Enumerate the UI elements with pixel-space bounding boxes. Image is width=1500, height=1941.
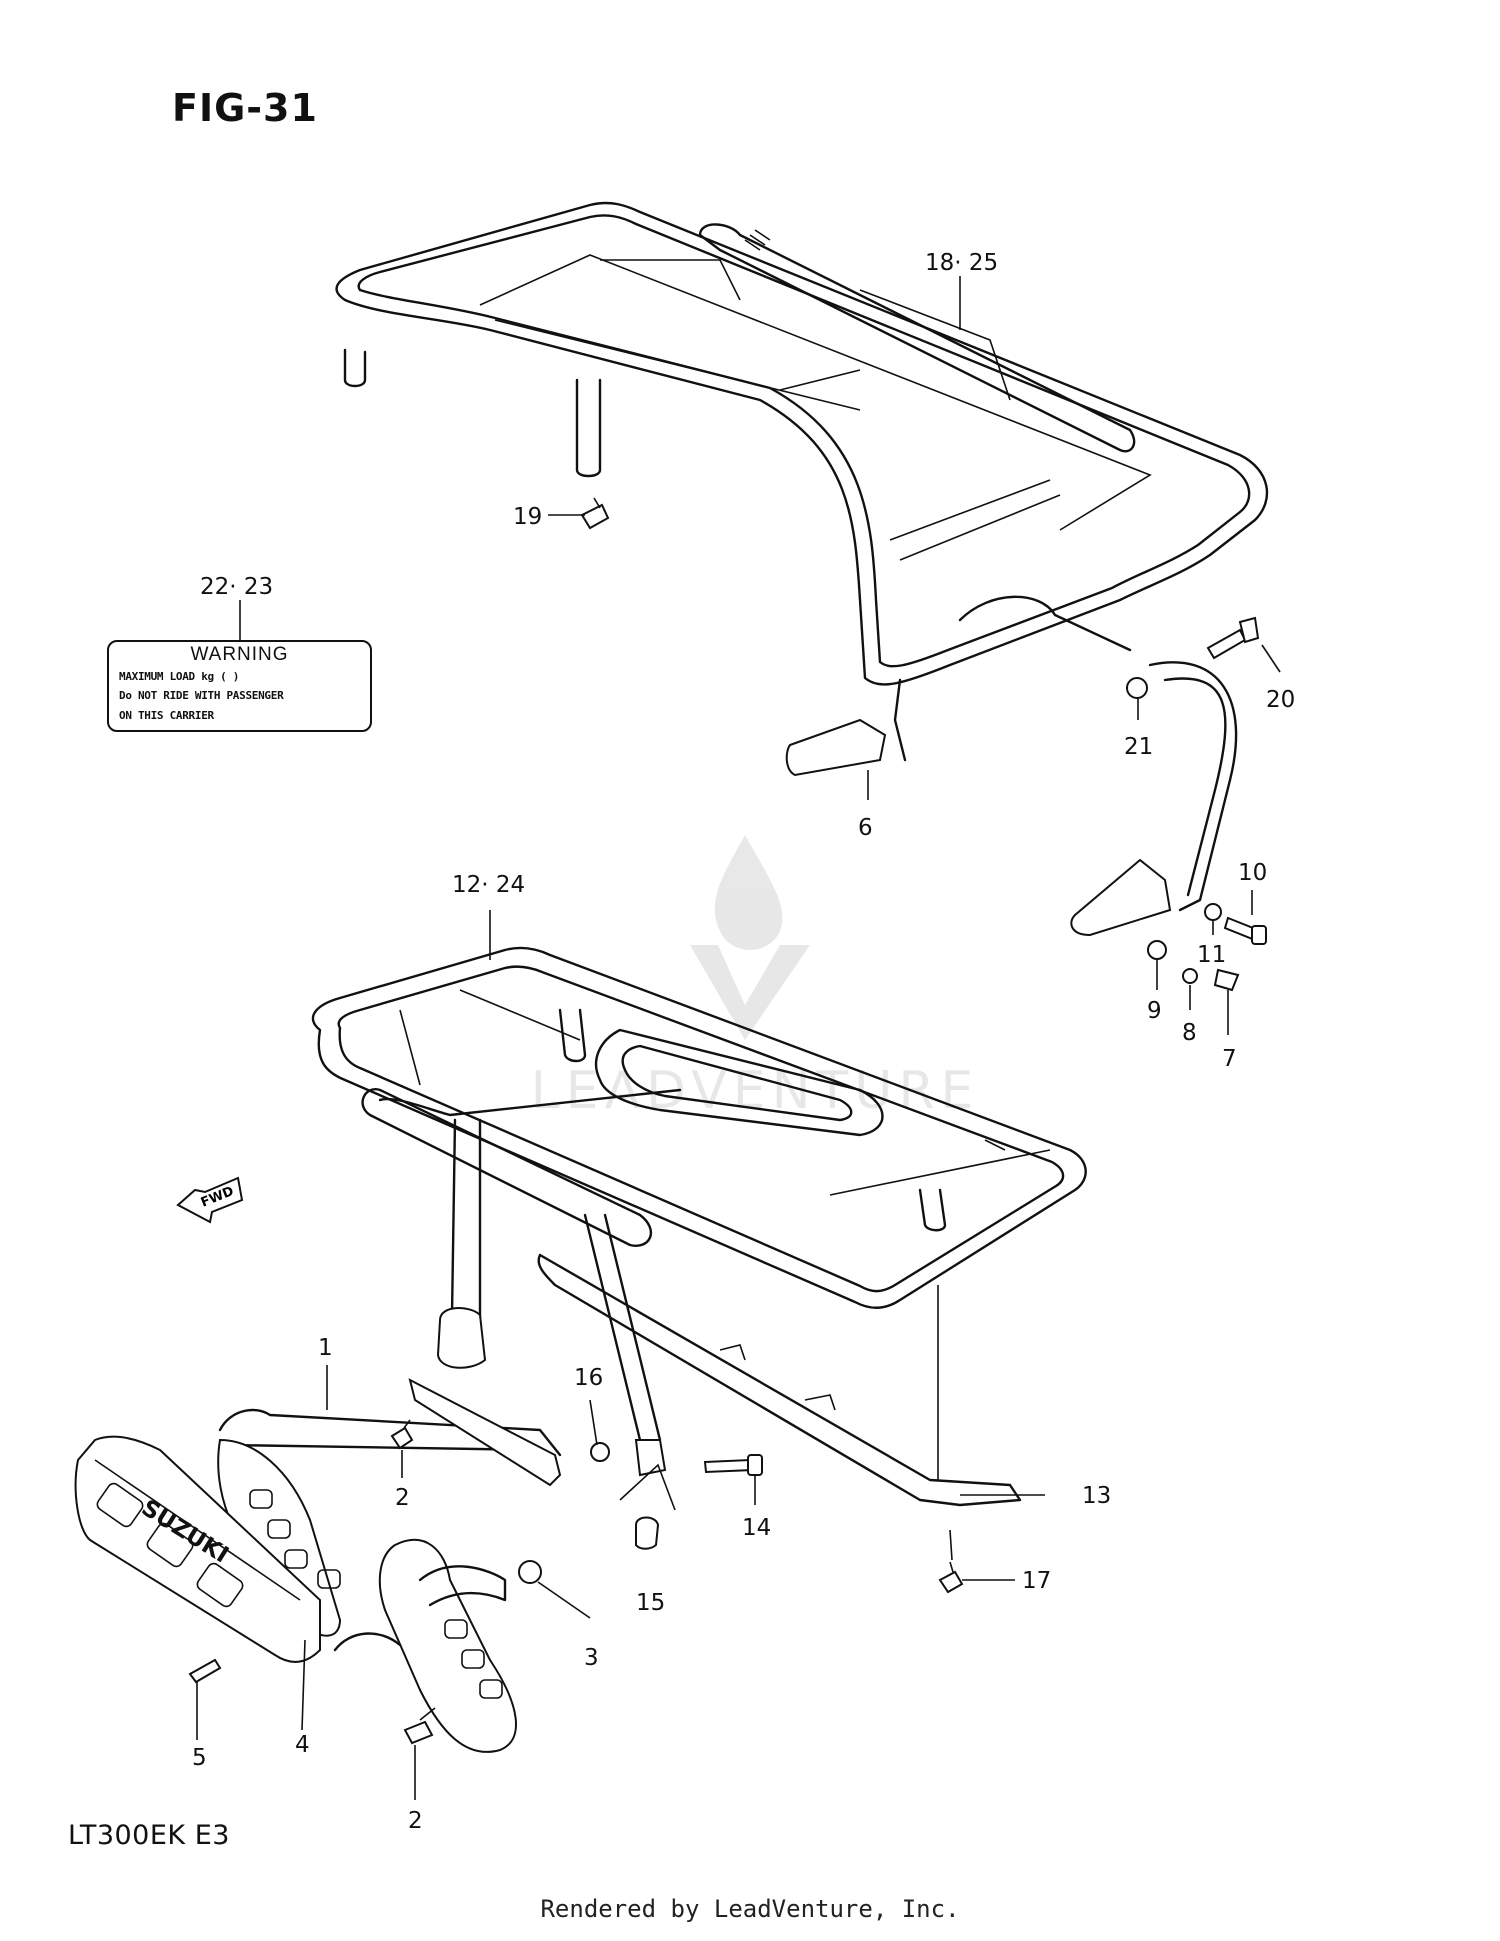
callout-8: 8 xyxy=(1182,1020,1197,1046)
warning-label: WARNING MAXIMUM LOAD kg ( ) Do NOT RIDE … xyxy=(107,640,372,732)
callout-1: 1 xyxy=(318,1335,333,1361)
callout-18-25: 18· 25 xyxy=(925,250,998,276)
callout-15: 15 xyxy=(636,1590,665,1616)
callout-9: 9 xyxy=(1147,998,1162,1024)
fwd-arrow-icon: FWD xyxy=(176,1176,244,1224)
watermark-logo: LEADVENTURE xyxy=(531,835,980,1121)
callout-13: 13 xyxy=(1082,1483,1111,1509)
callout-10: 10 xyxy=(1238,860,1267,886)
callout-14: 14 xyxy=(742,1515,771,1541)
callout-17: 17 xyxy=(1022,1568,1051,1594)
callout-3: 3 xyxy=(584,1645,599,1671)
callout-2-upper: 2 xyxy=(395,1485,410,1511)
leader-lines xyxy=(196,276,1281,1800)
front-bumper: SUZUKI xyxy=(74,1378,562,1753)
rear-carrier xyxy=(335,201,1269,937)
figure-title: FIG-31 xyxy=(172,86,318,130)
callout-22-23: 22· 23 xyxy=(200,574,273,600)
callout-19: 19 xyxy=(513,504,542,530)
footer-credit: Rendered by LeadVenture, Inc. xyxy=(540,1895,960,1923)
callouts: 18· 25 19 22· 23 20 21 6 10 11 9 8 7 12·… xyxy=(192,250,1295,1834)
callout-4: 4 xyxy=(295,1732,310,1758)
callout-7: 7 xyxy=(1222,1046,1237,1072)
front-carrier xyxy=(311,946,1087,1507)
callout-5: 5 xyxy=(192,1745,207,1771)
watermark-text: LEADVENTURE xyxy=(531,1061,980,1121)
callout-2-lower: 2 xyxy=(408,1808,423,1834)
warning-line-carrier: ON THIS CARRIER xyxy=(119,709,214,722)
callout-12-24: 12· 24 xyxy=(452,872,525,898)
model-code: LT300EK E3 xyxy=(68,1820,230,1851)
hardware xyxy=(188,497,1267,1745)
warning-line-max-load: MAXIMUM LOAD kg ( ) xyxy=(119,670,240,683)
callout-6: 6 xyxy=(858,815,873,841)
callout-16: 16 xyxy=(574,1365,603,1391)
callout-20: 20 xyxy=(1266,687,1295,713)
callout-11: 11 xyxy=(1197,942,1226,968)
callout-21: 21 xyxy=(1124,734,1153,760)
warning-title: WARNING xyxy=(190,644,289,665)
warning-line-no-passenger: Do NOT RIDE WITH PASSENGER xyxy=(119,689,284,702)
